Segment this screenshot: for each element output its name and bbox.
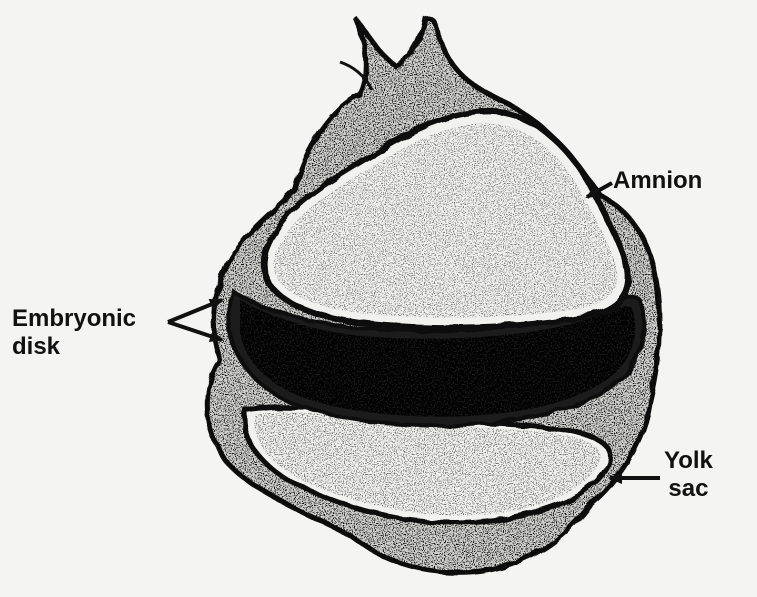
embryonic-disk-label: Embryonic disk	[12, 305, 136, 361]
yolk-sac-label-line-1: Yolk	[664, 447, 713, 475]
yolk-sac-label: Yolk sac	[664, 447, 713, 503]
yolk-sac-label-line-2: sac	[664, 475, 713, 503]
amnion-label: Amnion	[613, 167, 702, 195]
embryonic-disk-label-line-2: disk	[12, 333, 136, 361]
embryonic-disk-label-line-1: Embryonic	[12, 305, 136, 333]
